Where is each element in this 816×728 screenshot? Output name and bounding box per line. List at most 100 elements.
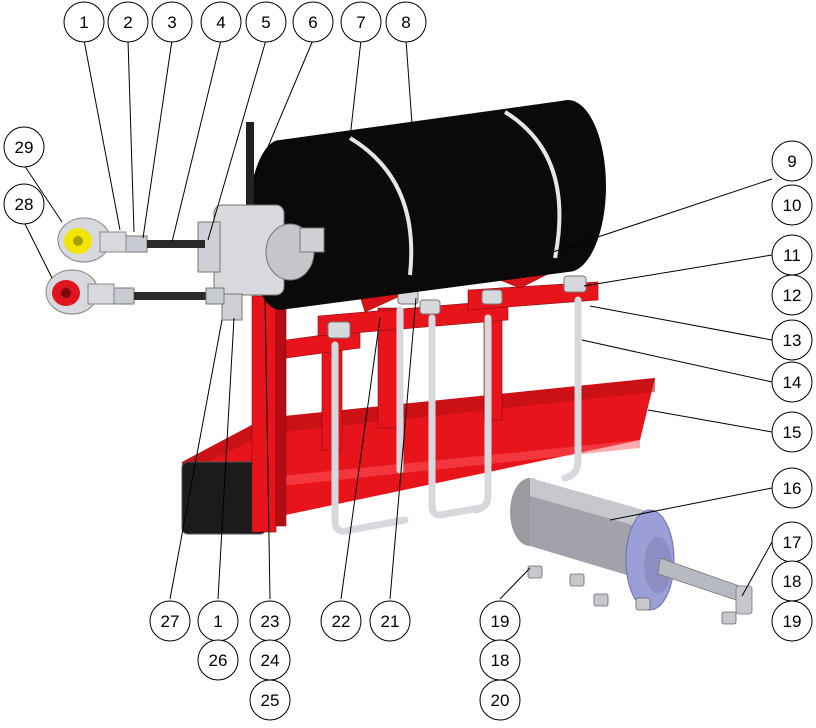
hose-rods (111, 235, 225, 305)
callout-number: 7 (356, 13, 365, 32)
callout-23: 26 (197, 639, 239, 681)
callout-number: 1 (213, 612, 222, 631)
callout-4: 5 (245, 1, 287, 43)
callout-22: 1 (197, 600, 239, 642)
callout-20: 19 (771, 600, 813, 642)
callout-13: 12 (771, 274, 813, 316)
callout-number: 20 (491, 691, 510, 710)
callout-28: 21 (369, 600, 411, 642)
callout-number: 22 (332, 612, 351, 631)
callout-number: 10 (783, 196, 802, 215)
callout-27: 22 (320, 600, 362, 642)
callout-number: 27 (161, 612, 180, 631)
callout-24: 23 (249, 600, 291, 642)
callout-30: 18 (479, 639, 521, 681)
callout-1: 2 (107, 1, 149, 43)
callout-number: 21 (381, 612, 400, 631)
callout-number: 19 (783, 612, 802, 631)
callout-circle (369, 600, 411, 642)
red-beam (181, 378, 655, 535)
callout-number: 28 (15, 195, 34, 214)
callout-circle (3, 126, 45, 168)
callout-circle (479, 679, 521, 721)
callout-number: 12 (783, 286, 802, 305)
callout-number: 1 (79, 13, 88, 32)
callout-17: 16 (771, 467, 813, 509)
callout-circle (249, 679, 291, 721)
callout-number: 9 (787, 152, 796, 171)
callout-circle (771, 274, 813, 316)
callout-2: 3 (151, 1, 193, 43)
callout-9: 28 (3, 183, 45, 225)
callout-circle (771, 411, 813, 453)
callout-number: 5 (261, 13, 270, 32)
callout-number: 23 (261, 612, 280, 631)
callout-number: 14 (783, 373, 802, 392)
callout-circle (245, 1, 287, 43)
callout-12: 11 (771, 234, 813, 276)
callout-number: 11 (783, 246, 801, 265)
callout-circle (107, 1, 149, 43)
callout-circle (385, 1, 427, 43)
callout-circle (3, 183, 45, 225)
callout-number: 2 (123, 13, 132, 32)
callout-29: 19 (479, 600, 521, 642)
callout-number: 26 (209, 651, 228, 670)
callout-circle (771, 361, 813, 403)
callout-circle (63, 1, 105, 43)
callout-circle (197, 639, 239, 681)
callout-number: 6 (308, 13, 317, 32)
callout-7: 8 (385, 1, 427, 43)
u-bolts (331, 296, 582, 535)
callout-number: 29 (15, 138, 34, 157)
callout-number: 19 (491, 612, 510, 631)
callout-26: 25 (249, 679, 291, 721)
yellow-coupler (57, 217, 127, 263)
callout-11: 10 (771, 184, 813, 226)
callout-8: 29 (3, 126, 45, 168)
callout-circle (292, 1, 334, 43)
callout-21: 27 (149, 600, 191, 642)
callout-circle (149, 600, 191, 642)
leader-lines (23, 39, 773, 600)
callout-25: 24 (249, 639, 291, 681)
callout-6: 7 (340, 1, 382, 43)
air-tank (248, 100, 606, 310)
callout-number: 17 (783, 533, 802, 552)
callout-number: 4 (216, 13, 225, 32)
callout-31: 20 (479, 679, 521, 721)
callout-15: 14 (771, 361, 813, 403)
callout-14: 13 (771, 319, 813, 361)
callout-16: 15 (771, 411, 813, 453)
callout-number: 3 (167, 13, 176, 32)
callout-number: 18 (783, 572, 802, 591)
valve-block (197, 122, 325, 321)
callout-circle (771, 184, 813, 226)
callout-circle (771, 600, 813, 642)
callout-circle (771, 319, 813, 361)
brake-chamber (510, 478, 753, 625)
callout-18: 17 (771, 521, 813, 563)
callout-number: 8 (401, 13, 410, 32)
callout-19: 18 (771, 560, 813, 602)
callout-circle (151, 1, 193, 43)
callout-10: 9 (771, 140, 813, 182)
callout-number: 18 (491, 651, 510, 670)
callout-circle (320, 600, 362, 642)
callout-number: 15 (783, 423, 802, 442)
callout-3: 4 (200, 1, 242, 43)
callout-circle (200, 1, 242, 43)
callout-0: 1 (63, 1, 105, 43)
callout-number: 13 (783, 331, 802, 350)
callout-circle (340, 1, 382, 43)
callout-number: 24 (261, 651, 280, 670)
red-coupler (45, 269, 115, 315)
callout-circle (771, 467, 813, 509)
callout-number: 25 (261, 691, 280, 710)
callout-circle (771, 140, 813, 182)
callout-number: 16 (783, 479, 802, 498)
callout-5: 6 (292, 1, 334, 43)
